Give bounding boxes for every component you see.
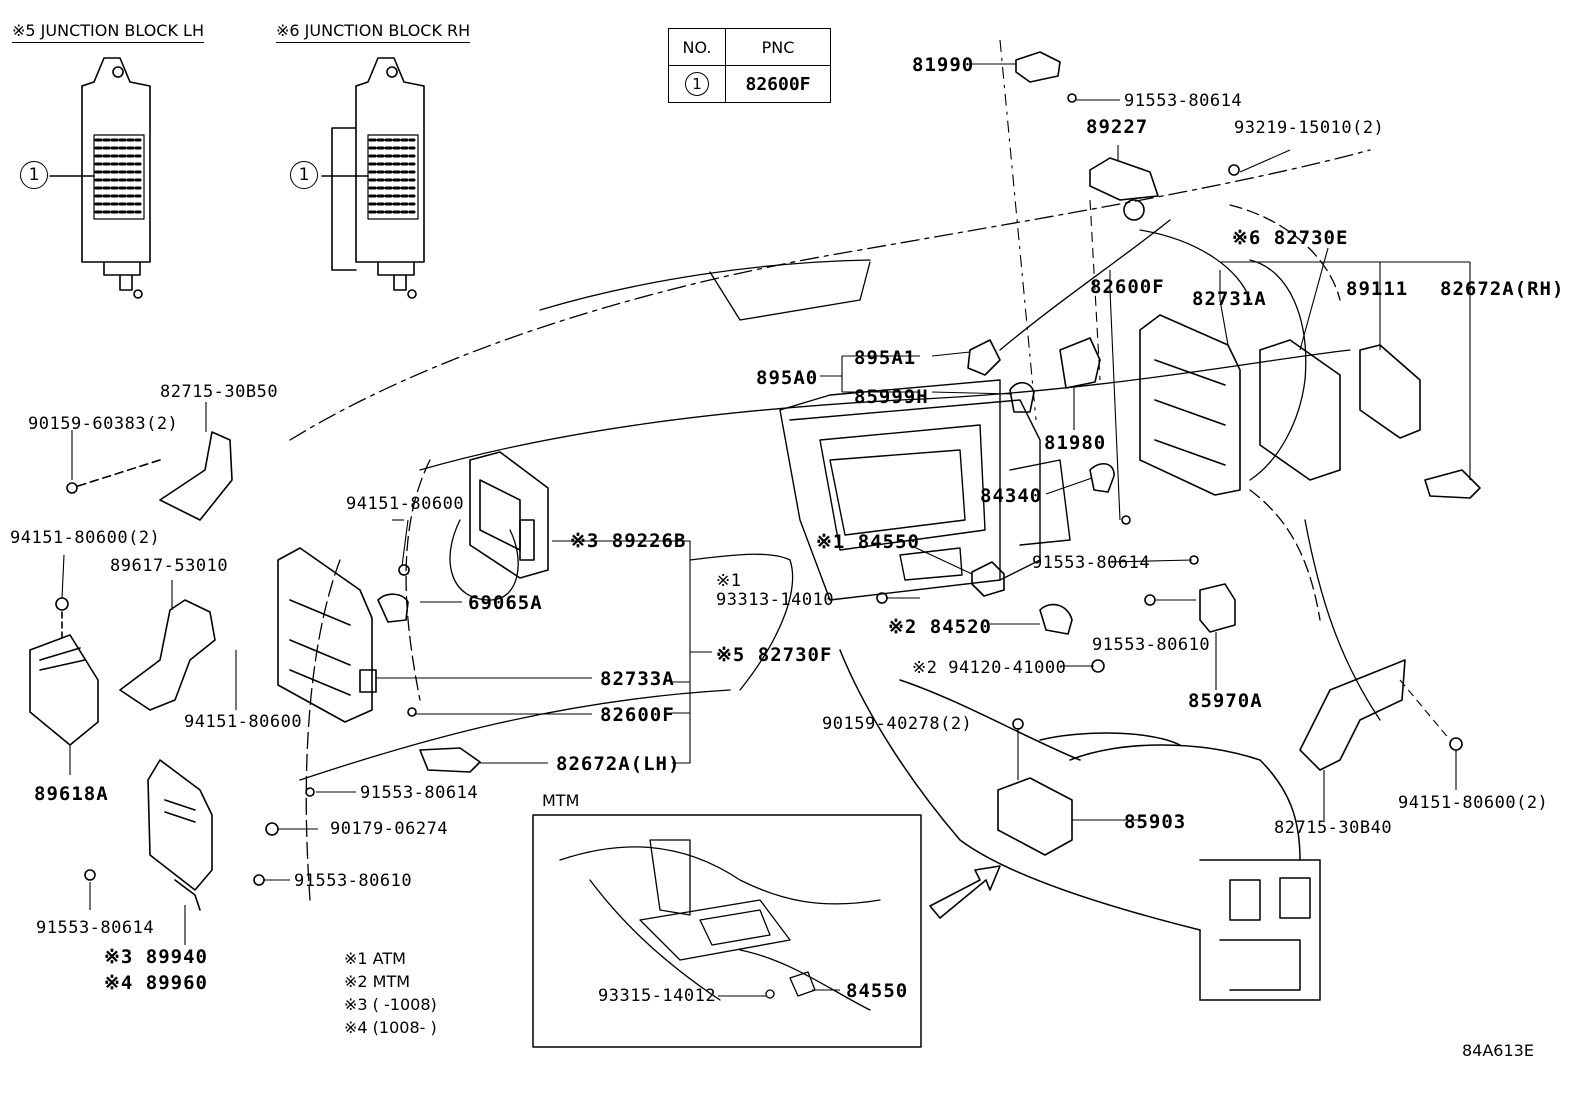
callout-1-lh: 1	[20, 161, 48, 189]
label-91553-80614-bottom-left[interactable]: 91553-80614	[36, 918, 155, 938]
label-91553-80614-top[interactable]: 91553-80614	[1124, 91, 1243, 111]
module-89618a-drawing	[29, 597, 99, 746]
mtm-inset-drawing	[559, 839, 881, 1011]
label-84550-atm[interactable]: ※1 84550	[816, 531, 920, 553]
label-91553-80614-mid[interactable]: 91553-80614	[1032, 553, 1151, 573]
label-93313-note: ※1	[716, 571, 742, 591]
label-94151-80600-left-2[interactable]: 94151-80600(2)	[10, 528, 161, 548]
board-82730e-drawing	[1259, 339, 1341, 481]
header-junction-block-rh: ※6 JUNCTION BLOCK RH	[276, 22, 471, 43]
label-82731a[interactable]: 82731A	[1192, 288, 1267, 310]
label-94151-80600-left[interactable]: 94151-80600	[184, 712, 303, 732]
junction-block-lh-drawing	[49, 57, 151, 299]
note-1: ※1 ATM	[344, 949, 406, 968]
label-90159-40278[interactable]: 90159-40278(2)	[822, 714, 973, 734]
label-91553-80610-right[interactable]: 91553-80610	[1092, 635, 1211, 655]
module-85970a-drawing	[1199, 583, 1236, 633]
label-84340[interactable]: 84340	[980, 485, 1043, 507]
header-junction-block-lh: ※5 JUNCTION BLOCK LH	[12, 22, 204, 43]
label-89940[interactable]: ※3 89940	[104, 946, 208, 968]
note-3: ※3 ( -1008)	[344, 995, 437, 1014]
label-84550-mtm[interactable]: 84550	[846, 980, 909, 1002]
label-89618a[interactable]: 89618A	[34, 783, 109, 805]
label-82733a[interactable]: 82733A	[600, 668, 675, 690]
junction-block-82731a-drawing	[1139, 314, 1241, 496]
label-82715-30b40[interactable]: 82715-30B40	[1274, 818, 1393, 838]
label-82600f-right[interactable]: 82600F	[1090, 276, 1165, 298]
label-82715-30b50[interactable]: 82715-30B50	[160, 382, 279, 402]
label-89617-53010[interactable]: 89617-53010	[110, 556, 229, 576]
mtm-inset-frame	[532, 814, 922, 1048]
bracket-89617-drawing	[119, 599, 216, 711]
label-90179-06274[interactable]: 90179-06274	[330, 819, 449, 839]
note-4: ※4 (1008- )	[344, 1018, 437, 1037]
part-895a1-drawing	[967, 339, 1001, 376]
dashboard-outline	[289, 149, 1381, 901]
switch-84550-drawing	[971, 561, 1005, 597]
label-94151-80600-right[interactable]: 94151-80600(2)	[1398, 793, 1549, 813]
label-93313-14010[interactable]: 93313-14010	[716, 590, 835, 610]
switch-84520-drawing	[1039, 603, 1073, 635]
label-81990[interactable]: 81990	[912, 54, 975, 76]
ecu-82733a-drawing	[277, 547, 410, 723]
bracket-82672a-rh-drawing	[1424, 469, 1481, 499]
label-81980[interactable]: 81980	[1044, 432, 1107, 454]
label-93315-14012[interactable]: 93315-14012	[598, 986, 717, 1006]
label-85970a[interactable]: 85970A	[1188, 690, 1263, 712]
label-895a0[interactable]: 895A0	[756, 367, 819, 389]
sensor-81990-drawing	[1015, 51, 1077, 103]
bracket-82672a-lh-drawing	[419, 747, 481, 773]
legend-header-pnc: PNC	[725, 28, 831, 66]
part-85999h-drawing	[1009, 381, 1035, 413]
module-85903-drawing	[997, 777, 1073, 856]
legend-row-no: 1	[685, 72, 709, 96]
center-console-display	[779, 379, 1071, 601]
label-69065a[interactable]: 69065A	[468, 592, 543, 614]
bracket-82715-30b50-drawing	[159, 431, 233, 521]
legend-row-pnc: 82600F	[725, 65, 831, 103]
label-895a1[interactable]: 895A1	[854, 347, 917, 369]
label-85903[interactable]: 85903	[1124, 811, 1187, 833]
junction-block-rh-drawing	[321, 57, 425, 299]
mtm-inset-title: MTM	[542, 791, 580, 810]
label-82600f-left[interactable]: 82600F	[600, 704, 675, 726]
center-console-body	[839, 649, 1321, 1001]
direction-arrow	[929, 865, 1001, 919]
label-94151-80600-center[interactable]: 94151-80600	[346, 494, 465, 514]
note-2: ※2 MTM	[344, 972, 411, 991]
label-90159-60383[interactable]: 90159-60383(2)	[28, 414, 179, 434]
label-91553-80614-center[interactable]: 91553-80614	[360, 783, 479, 803]
callout-1-rh: 1	[290, 161, 318, 189]
part-81980-drawing	[1059, 337, 1101, 389]
label-82730f[interactable]: ※5 82730F	[716, 644, 833, 666]
label-89227[interactable]: 89227	[1086, 116, 1149, 138]
label-82672a-rh[interactable]: 82672A(RH)	[1440, 278, 1565, 300]
label-84520[interactable]: ※2 84520	[888, 616, 992, 638]
label-89226b[interactable]: ※3 89226B	[570, 530, 687, 552]
label-82672a-lh[interactable]: 82672A(LH)	[556, 753, 681, 775]
label-91553-80610-left[interactable]: 91553-80610	[294, 871, 413, 891]
leader-lines	[61, 39, 1471, 997]
legend-header-no: NO.	[668, 28, 726, 66]
module-89940-drawing	[84, 759, 279, 911]
label-93219-15010[interactable]: 93219-15010(2)	[1234, 118, 1385, 138]
pnc-legend-table: NO. PNC 1 82600F	[668, 28, 831, 103]
diagram-reference-code: 84A613E	[1462, 1041, 1534, 1060]
module-89227-drawing	[1089, 157, 1159, 201]
board-89111-drawing	[1359, 344, 1421, 439]
bracket-82715-30b40-drawing	[1299, 659, 1406, 771]
part-84340-drawing	[1089, 463, 1115, 493]
label-89960[interactable]: ※4 89960	[104, 972, 208, 994]
label-94120-41000[interactable]: ※2 94120-41000	[912, 658, 1067, 678]
label-85999h[interactable]: 85999H	[854, 386, 929, 408]
label-89111[interactable]: 89111	[1346, 278, 1409, 300]
module-89226b-drawing	[469, 451, 549, 579]
label-82730e[interactable]: ※6 82730E	[1232, 227, 1349, 249]
